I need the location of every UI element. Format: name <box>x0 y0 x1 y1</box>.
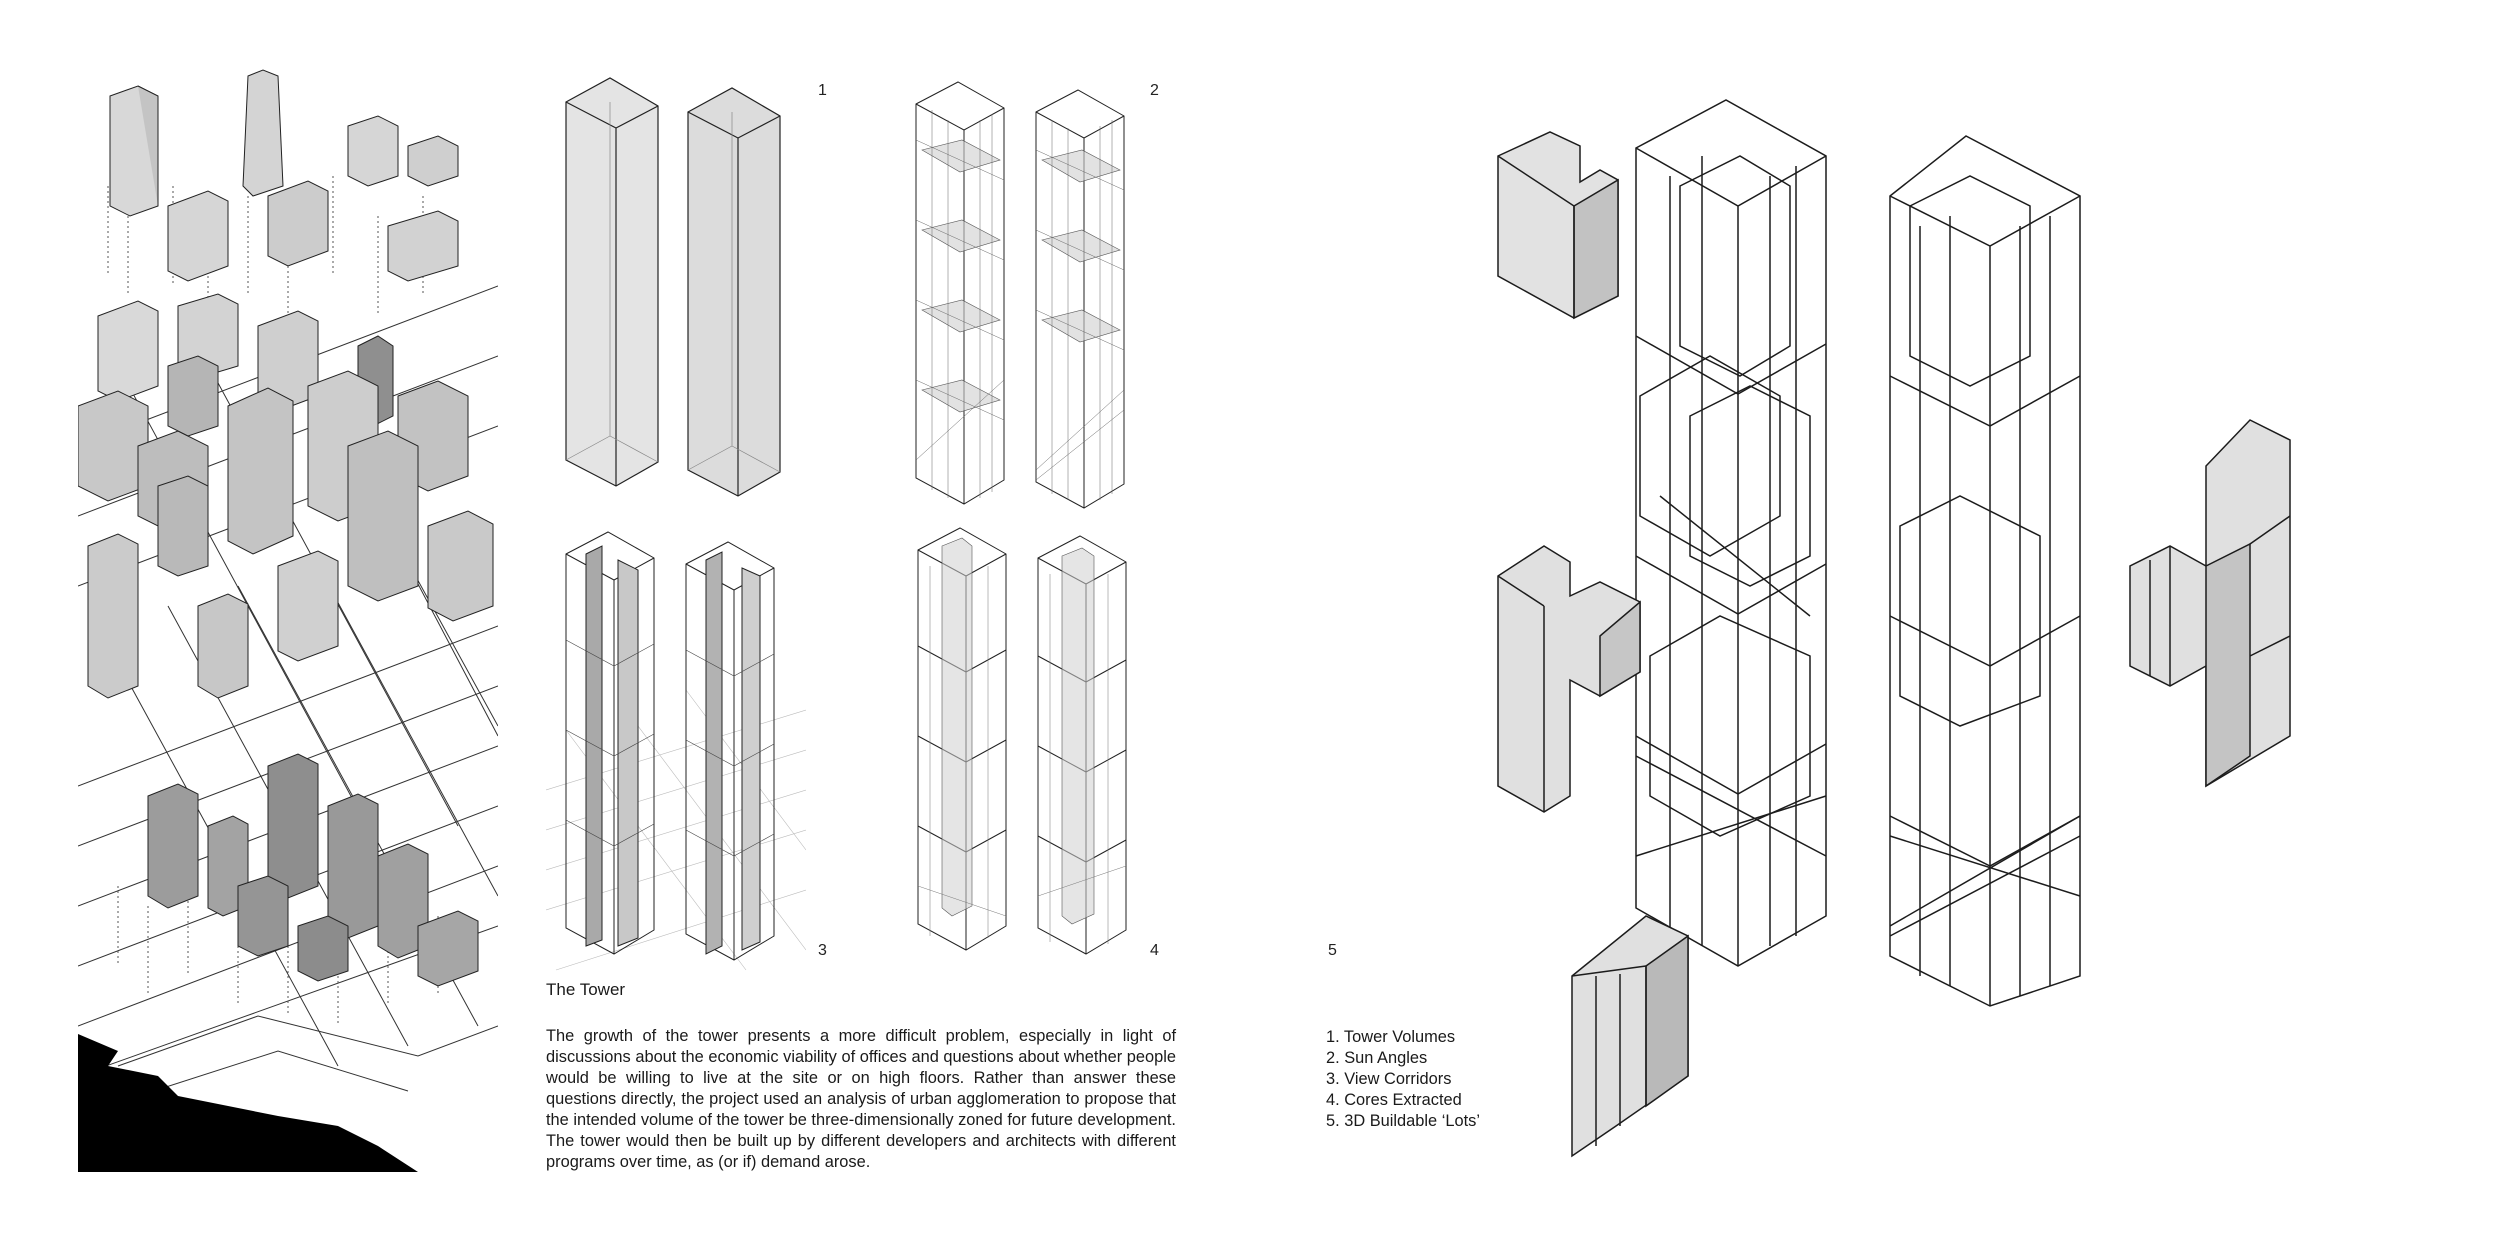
city-axonometric <box>78 66 498 1172</box>
city-axonometric-svg <box>78 69 498 1172</box>
legend-list: 1. Tower Volumes 2. Sun Angles 3. View C… <box>1326 1027 1480 1132</box>
diagram-view-corridors <box>546 530 806 980</box>
sun-angles-svg <box>915 81 1125 509</box>
section-title: The Tower <box>546 980 626 999</box>
legend-item-tower-volumes: 1. Tower Volumes <box>1326 1028 1456 1046</box>
diagram-tower-volumes <box>560 72 800 522</box>
figure-number-5: 5 <box>1328 942 1337 959</box>
tower-volumes-svg <box>565 77 781 497</box>
body-paragraph: The growth of the tower presents a more … <box>546 1027 1176 1171</box>
figure-number-1: 1 <box>818 82 827 99</box>
diagram-3d-buildable-lots <box>1490 96 2300 1160</box>
legend-item-cores-extracted: 4. Cores Extracted <box>1326 1091 1462 1109</box>
legend-item-view-corridors: 3. View Corridors <box>1326 1070 1452 1088</box>
cores-extracted-svg <box>917 527 1127 955</box>
figure-number-4: 4 <box>1150 942 1159 959</box>
legend-item-sun-angles: 2. Sun Angles <box>1326 1049 1428 1067</box>
figure-number-2: 2 <box>1150 82 1159 99</box>
diagram-sun-angles <box>912 80 1132 520</box>
figure-number-3: 3 <box>818 942 827 959</box>
view-corridors-svg <box>546 531 806 971</box>
legend-item-buildable-lots: 5. 3D Buildable ‘Lots’ <box>1326 1112 1480 1130</box>
diagram-cores-extracted <box>912 526 1132 976</box>
buildable-lots-svg <box>1497 99 2291 1158</box>
